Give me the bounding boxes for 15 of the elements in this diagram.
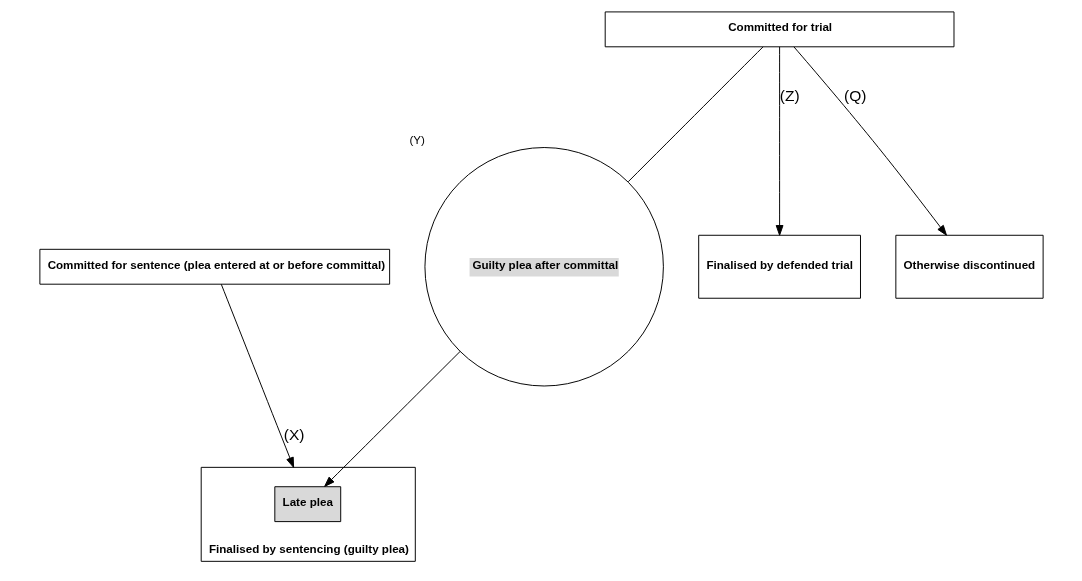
arrow [323,350,461,487]
node-box: Finalised by defended trial [697,234,861,299]
edge-label: (X) [283,426,305,444]
edge-label: (Q) [843,86,866,104]
node-box: Committed for sentence (plea entered at or before committal) [38,248,390,285]
connector [627,46,764,183]
arrow [220,283,294,468]
edge-label: (Z) [779,86,800,104]
node-box: Late plea [273,486,341,523]
arrow [775,46,783,236]
node-box: Committed for trial [604,11,954,48]
node-box: Otherwise discontinued [894,234,1044,299]
arrow [792,46,947,236]
node-circle: Guilty plea after committal [423,147,664,387]
node-label: (Y) [408,133,425,147]
